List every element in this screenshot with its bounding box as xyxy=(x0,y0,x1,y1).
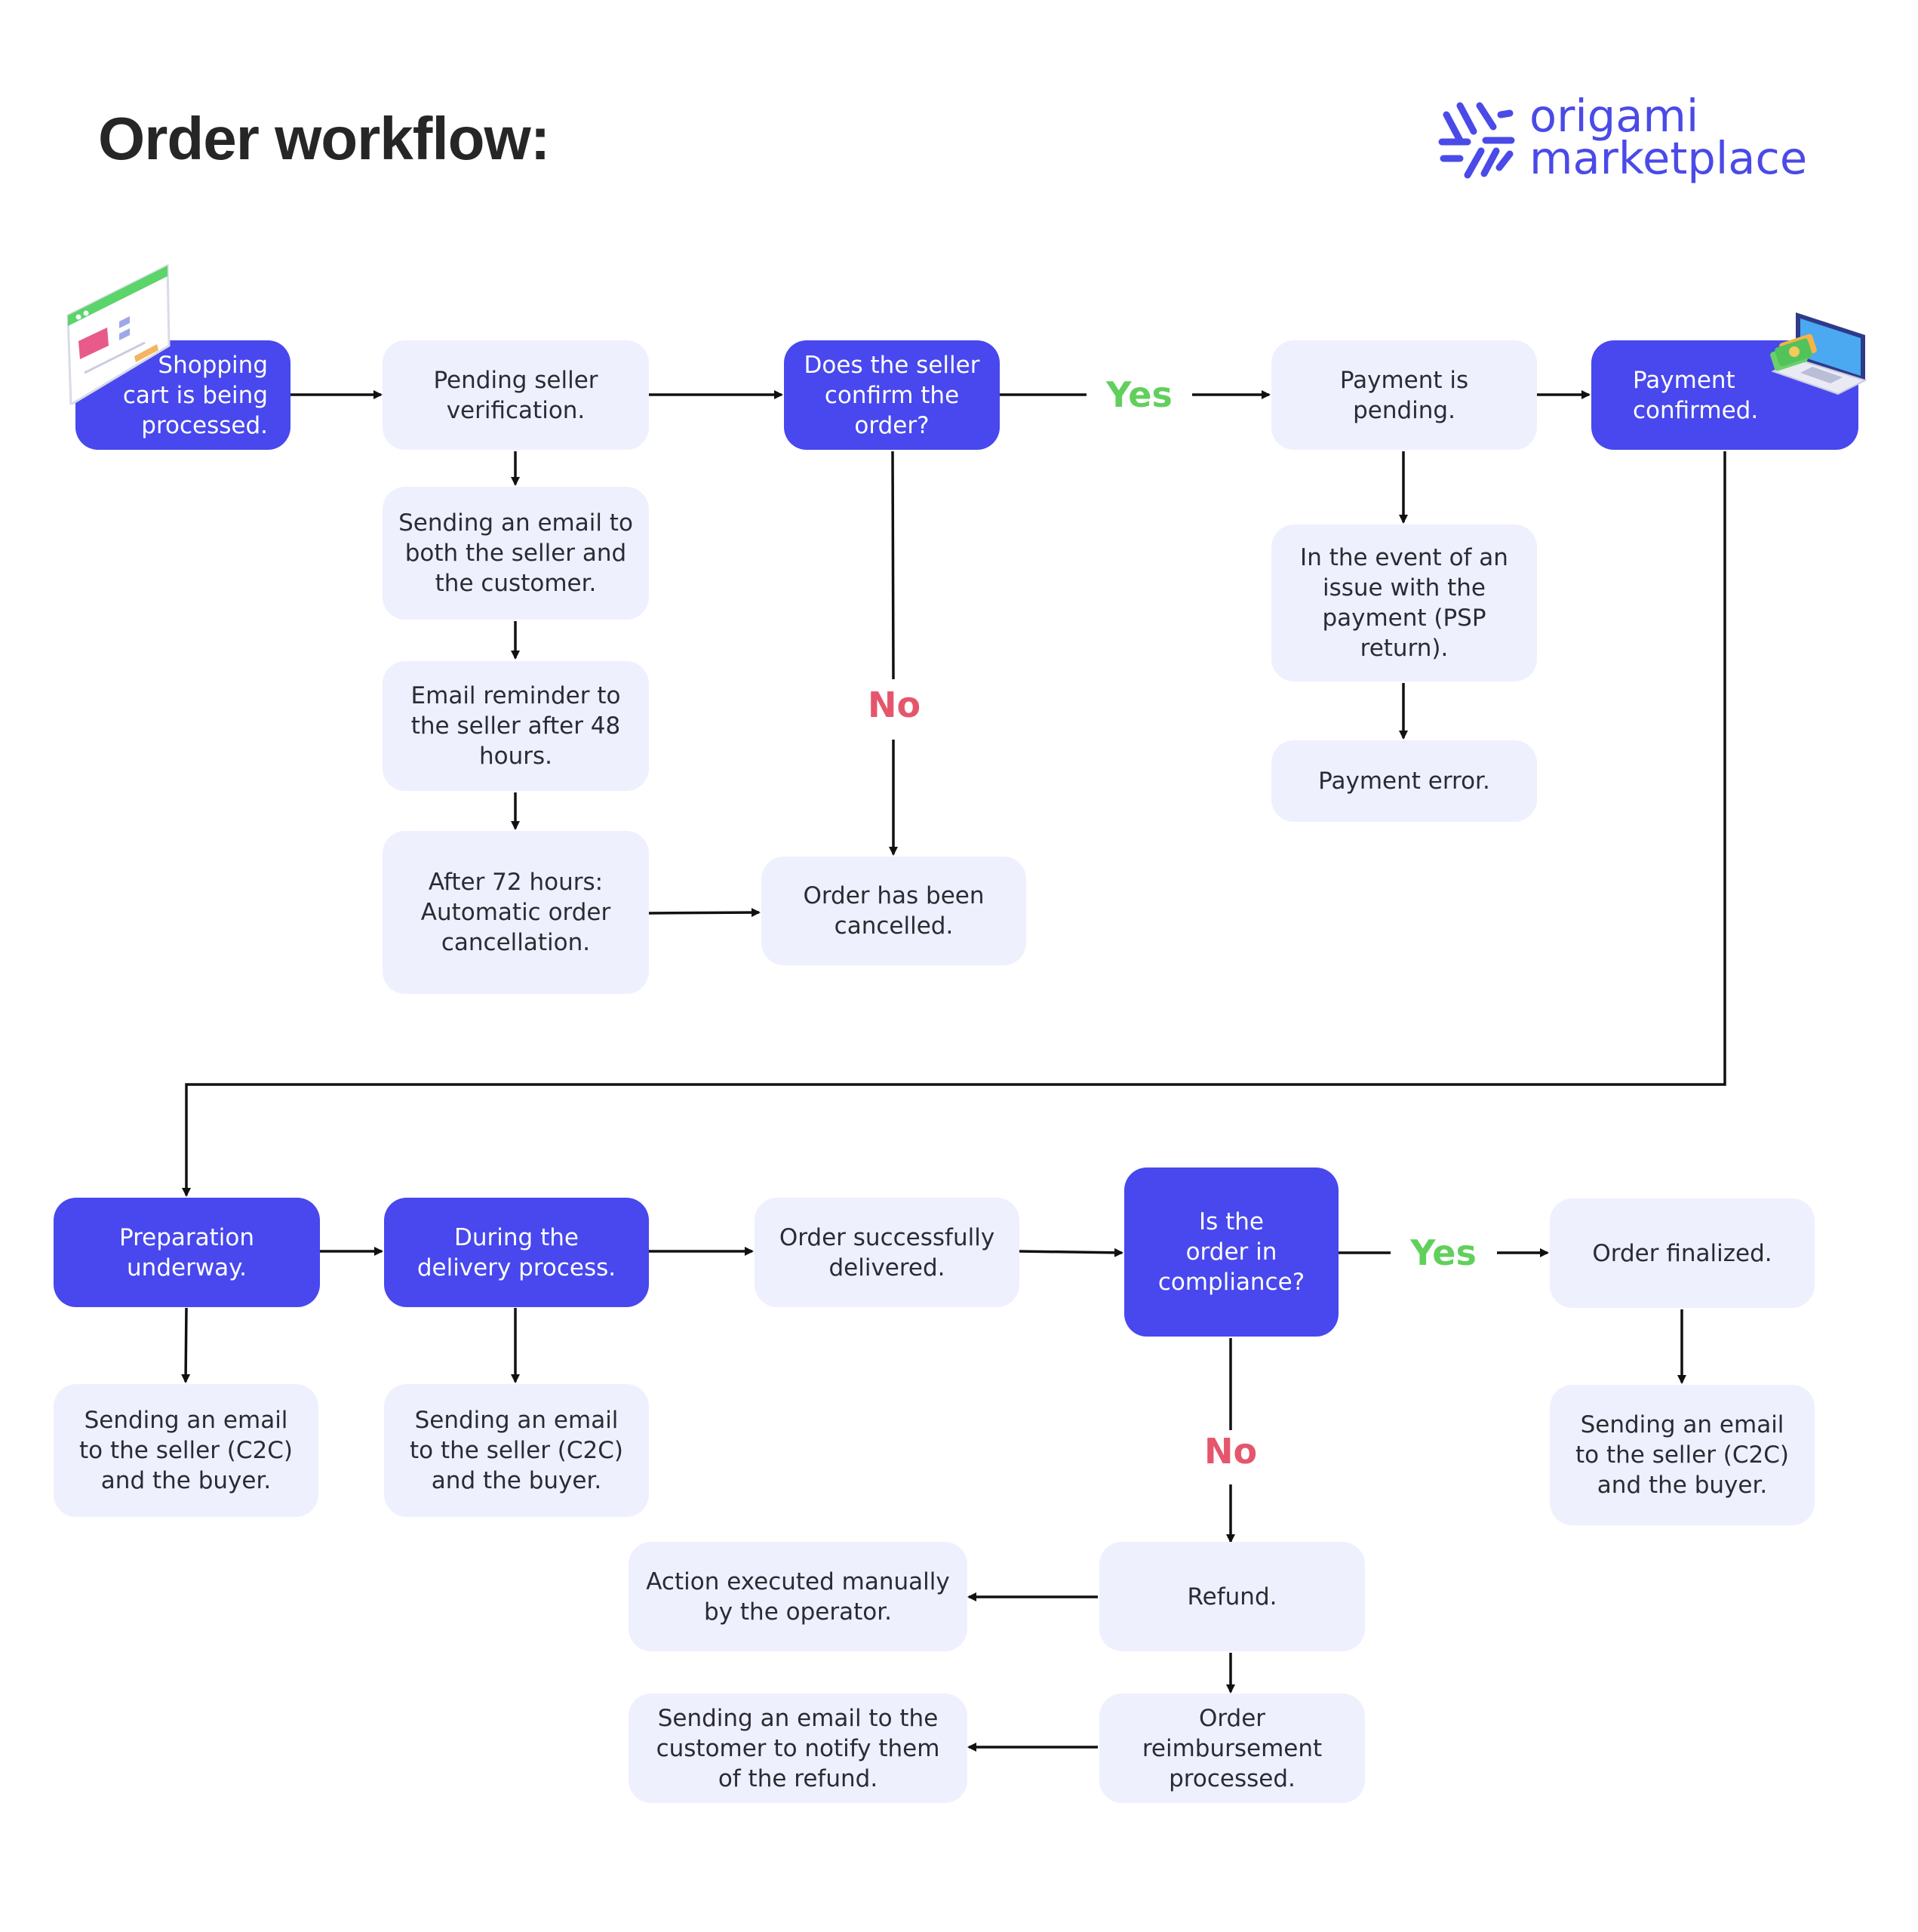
logo-line-2: marketplace xyxy=(1529,132,1808,184)
node-final-email: Sending an email to the seller (C2C) and… xyxy=(1550,1385,1815,1525)
node-order-cancelled: Order has been cancelled. xyxy=(761,857,1026,965)
node-auto-cancel: After 72 hours: Automatic order cancella… xyxy=(383,831,649,994)
node-seller-confirm-decision: Does the seller confirm the order? xyxy=(784,340,1000,450)
logo-line-1: origami xyxy=(1529,90,1699,142)
node-payment-pending: Payment is pending. xyxy=(1271,340,1537,450)
yes-label-seller-confirm: Yes xyxy=(1106,374,1173,415)
node-manual-action: Action executed manually by the operator… xyxy=(629,1542,967,1651)
node-order-finalized: Order finalized. xyxy=(1550,1198,1815,1308)
node-refund-email-text: Sending an email to the customer to noti… xyxy=(656,1704,940,1792)
node-payment-error-text: Payment error. xyxy=(1318,768,1490,795)
node-email-both-text: Sending an email to both the seller and … xyxy=(398,509,633,597)
arrow-confirmed-to-preparation xyxy=(182,451,1726,1197)
node-final-email-text: Sending an email to the seller (C2C) and… xyxy=(1575,1411,1790,1499)
node-order-finalized-text: Order finalized. xyxy=(1592,1239,1772,1267)
node-auto-cancel-text: After 72 hours: Automatic order cancella… xyxy=(420,869,611,956)
node-reimbursement: Order reimbursement processed. xyxy=(1099,1694,1365,1803)
node-pending-seller-text: Pending seller verification. xyxy=(433,366,598,424)
no-label-seller-confirm: No xyxy=(867,685,921,725)
node-delivery-email: Sending an email to the seller (C2C) and… xyxy=(384,1384,649,1517)
node-delivery-email-text: Sending an email to the seller (C2C) and… xyxy=(409,1407,624,1494)
node-payment-error: Payment error. xyxy=(1271,740,1537,822)
node-delivery-text: During the delivery process. xyxy=(416,1223,616,1281)
node-compliance-text: Is the order in compliance? xyxy=(1157,1208,1305,1296)
origami-logo-icon xyxy=(1438,102,1515,179)
node-payment-confirmed-text: Payment confirmed. xyxy=(1633,366,1759,424)
node-payment-issue: In the event of an issue with the paymen… xyxy=(1271,525,1537,681)
shopping-cart-illustration xyxy=(66,263,171,405)
arrow-cancel-to-cancelled xyxy=(648,908,761,918)
node-delivered: Order successfully delivered. xyxy=(755,1198,1019,1307)
no-label-compliance: No xyxy=(1203,1431,1258,1472)
node-order-cancelled-text: Order has been cancelled. xyxy=(803,882,985,940)
node-email-reminder-text: Email reminder to the seller after 48 ho… xyxy=(410,682,621,770)
node-manual-action-text: Action executed manually by the operator… xyxy=(646,1567,950,1626)
node-preparation: Preparation underway. xyxy=(54,1198,320,1307)
node-payment-pending-text: Payment is pending. xyxy=(1339,366,1469,424)
node-cart-processing-text: Shopping cart is being processed. xyxy=(122,351,268,439)
node-refund-email: Sending an email to the customer to noti… xyxy=(629,1694,967,1803)
node-preparation-text: Preparation underway. xyxy=(118,1223,255,1281)
laptop-payment-illustration xyxy=(1770,312,1867,395)
node-compliance-decision: Is the order in compliance? xyxy=(1124,1168,1339,1337)
node-reimbursement-text: Order reimbursement processed. xyxy=(1142,1704,1323,1792)
node-delivery: During the delivery process. xyxy=(384,1198,649,1307)
yes-label-compliance: Yes xyxy=(1410,1232,1477,1273)
arrow-delivered-to-compliance xyxy=(1019,1247,1123,1257)
page-title: Order workflow: xyxy=(98,105,550,172)
brand-logo: origami marketplace xyxy=(1437,92,1830,190)
node-preparation-email-text: Sending an email to the seller (C2C) and… xyxy=(78,1407,294,1494)
node-refund-text: Refund. xyxy=(1187,1583,1277,1611)
node-delivered-text: Order successfully delivered. xyxy=(779,1223,995,1281)
node-email-reminder: Email reminder to the seller after 48 ho… xyxy=(383,661,649,791)
node-payment-issue-text: In the event of an issue with the paymen… xyxy=(1300,544,1508,662)
node-email-both: Sending an email to both the seller and … xyxy=(383,487,649,620)
logo-wordmark: origami marketplace xyxy=(1529,90,1808,184)
node-preparation-email: Sending an email to the seller (C2C) and… xyxy=(54,1384,318,1517)
node-refund: Refund. xyxy=(1099,1542,1365,1651)
node-seller-confirm-text: Does the seller confirm the order? xyxy=(804,351,980,439)
node-pending-seller: Pending seller verification. xyxy=(383,340,649,450)
